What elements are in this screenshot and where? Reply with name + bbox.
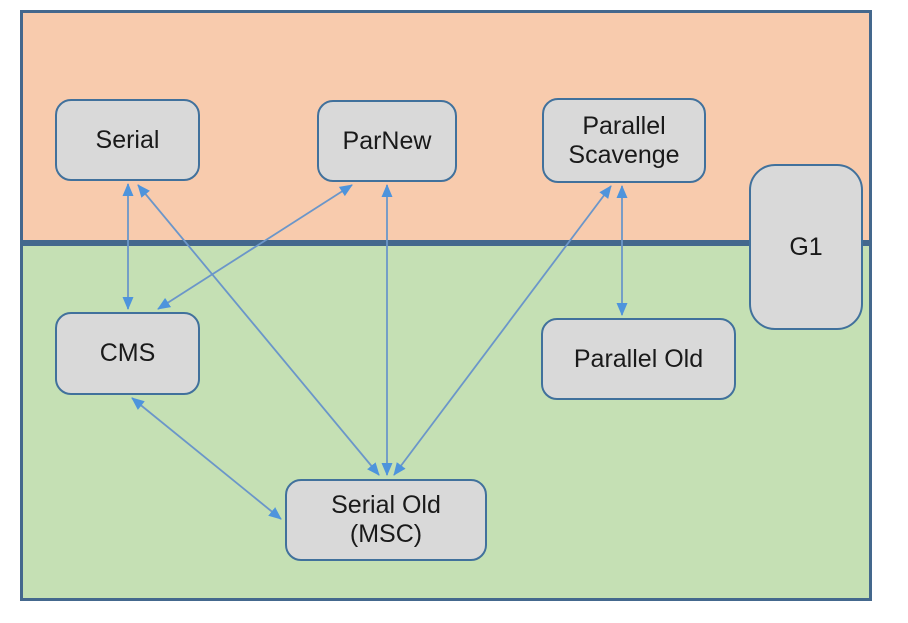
node-cms-label: CMS: [99, 339, 156, 367]
node-parallel-scavenge-label-line2: Scavenge: [568, 140, 680, 169]
node-parallel-scavenge: Parallel Scavenge: [542, 98, 706, 183]
node-serial-old-label-line1: Serial Old: [331, 491, 441, 519]
node-parnew: ParNew: [317, 100, 457, 182]
node-parnew-label: ParNew: [342, 126, 432, 155]
node-parallel-scavenge-label-line1: Parallel: [582, 111, 666, 140]
node-serial-old: Serial Old (MSC): [285, 479, 487, 561]
node-g1-label: G1: [789, 232, 823, 261]
node-parallel-old: Parallel Old: [541, 318, 736, 400]
node-cms: CMS: [55, 312, 200, 395]
node-serial-old-label-line2: (MSC): [349, 520, 423, 548]
node-g1: G1: [749, 164, 863, 330]
node-parallel-old-label: Parallel Old: [573, 344, 704, 373]
node-serial: Serial: [55, 99, 200, 181]
node-serial-label: Serial: [95, 125, 160, 154]
